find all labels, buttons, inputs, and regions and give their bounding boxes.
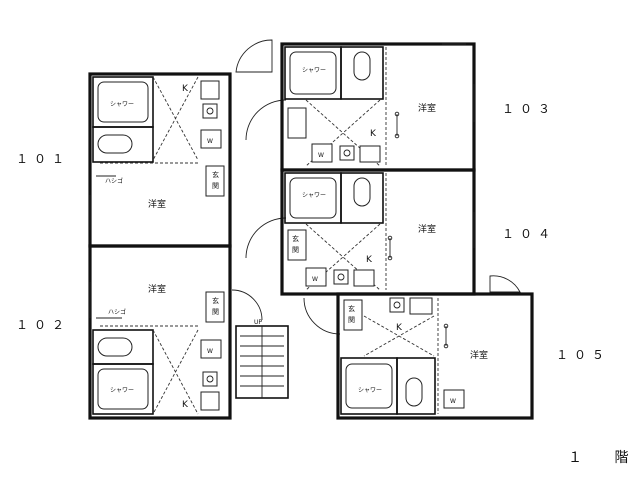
shower-label-104: シャワー [302, 192, 326, 199]
unit-number-102: １０２ [16, 318, 70, 332]
door-swing [245, 99, 287, 141]
stairs-up-label: UP [254, 319, 262, 326]
kitchen-label-101: K [182, 84, 189, 94]
washer-label-101: W [207, 138, 213, 145]
hashigo-label-101: ハシゴ [105, 177, 123, 185]
genkan-label-102: 玄 [212, 296, 219, 305]
unit-number-103: １０３ [502, 102, 556, 116]
hashigo-label-102: ハシゴ [108, 308, 126, 316]
room-label-103: 洋室 [418, 102, 436, 114]
washer-label-103: W [318, 152, 324, 159]
unit-number-101: １０１ [16, 152, 70, 166]
shower-label-103: シャワー [302, 67, 326, 74]
floor-label: １ 階 [568, 450, 640, 466]
door-swing [303, 297, 341, 335]
door-swing [489, 275, 521, 293]
staircase: UP [235, 319, 289, 399]
kitchen-label-104: K [366, 255, 373, 265]
unit-105: 玄 関 K シャワー 洋室 W [336, 292, 534, 420]
washer-label-104: W [312, 276, 318, 283]
genkan-label-101: 玄 [212, 170, 219, 179]
svg-text:関: 関 [348, 316, 355, 324]
door-swing [245, 217, 287, 259]
washer-label-105: W [450, 398, 456, 405]
svg-text:関: 関 [212, 308, 219, 316]
door-swing [235, 39, 273, 73]
door-swing [231, 289, 263, 321]
genkan-label-104: 玄 [292, 234, 299, 243]
unit-number-105: １０５ [556, 348, 610, 362]
unit-104: シャワー 玄 関 K W 洋室 [280, 168, 476, 296]
unit-103: シャワー 玄 関 K W 洋室 [280, 42, 476, 172]
unit-102: 洋室 ハシゴ 玄 関 シャワー W K [88, 244, 232, 420]
kitchen-label-103: K [370, 129, 377, 139]
room-label-101: 洋室 [148, 198, 166, 210]
shower-label-101: シャワー [110, 101, 134, 108]
genkan-label-105: 玄 [348, 304, 355, 313]
svg-text:関: 関 [212, 182, 219, 190]
shower-label-102: シャワー [110, 387, 134, 394]
kitchen-label-102: K [182, 400, 189, 410]
unit-101: シャワー K W 玄 関 ハシゴ 洋室 [88, 72, 232, 248]
unit-number-104: １０４ [502, 227, 556, 241]
shower-label-105: シャワー [358, 387, 382, 394]
room-label-104: 洋室 [418, 223, 436, 235]
kitchen-label-105: K [396, 323, 403, 333]
svg-text:関: 関 [292, 246, 299, 254]
room-label-105: 洋室 [470, 349, 488, 361]
room-label-102: 洋室 [148, 283, 166, 295]
washer-label-102: W [207, 348, 213, 355]
